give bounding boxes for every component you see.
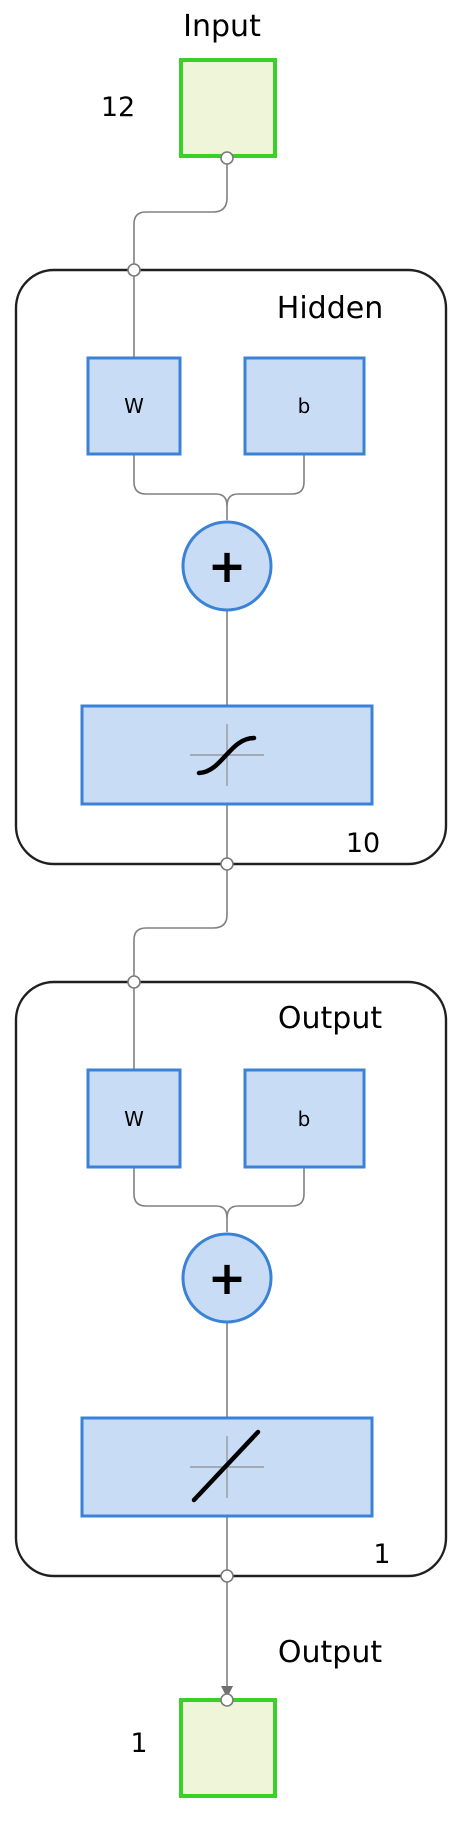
hidden-weight-block bbox=[86, 356, 182, 456]
output-box bbox=[179, 1698, 277, 1798]
hidden-sum-symbol: + bbox=[208, 539, 247, 593]
input-title: Input bbox=[183, 9, 261, 44]
output-title: Output bbox=[278, 1635, 382, 1670]
output-layer-title: Output bbox=[278, 1001, 382, 1036]
hidden-port-in bbox=[127, 263, 141, 277]
input-node: Input 12 bbox=[101, 9, 277, 158]
arrow-head-icon bbox=[221, 1686, 233, 1698]
output-sum-symbol: + bbox=[208, 1251, 247, 1305]
hidden-wire-b bbox=[226, 455, 305, 507]
output-sum-node bbox=[181, 1232, 273, 1324]
output-layer: Output 1 W b + bbox=[14, 980, 448, 1578]
sigmoid-icon bbox=[190, 724, 264, 786]
input-box bbox=[179, 58, 277, 158]
wire-input-hidden bbox=[133, 158, 228, 268]
output-layer-port-in bbox=[127, 975, 141, 989]
output-weight-block bbox=[86, 1068, 182, 1169]
output-size: 1 bbox=[130, 1728, 147, 1759]
output-wire-b bbox=[226, 1168, 305, 1219]
output-layer-size: 1 bbox=[373, 1539, 390, 1570]
hidden-sum-node bbox=[181, 520, 273, 612]
output-bias-block bbox=[243, 1068, 366, 1169]
output-wire-w bbox=[133, 1168, 228, 1232]
output-weight-label: W bbox=[124, 1107, 144, 1131]
hidden-port-out bbox=[220, 857, 234, 871]
input-size: 12 bbox=[101, 92, 135, 123]
hidden-title: Hidden bbox=[277, 291, 383, 326]
hidden-bias-label: b bbox=[298, 394, 311, 418]
output-bias-label: b bbox=[298, 1107, 311, 1131]
hidden-layer: Hidden 10 W b + bbox=[14, 268, 448, 866]
output-layer-port-out bbox=[220, 1569, 234, 1583]
hidden-bias-block bbox=[243, 356, 366, 456]
wire-hidden-output bbox=[133, 864, 228, 980]
hidden-size: 10 bbox=[346, 828, 380, 859]
output-port-in bbox=[220, 1693, 234, 1707]
hidden-wire-w bbox=[133, 455, 228, 520]
input-port-out bbox=[220, 151, 234, 165]
output-node: Output 1 bbox=[130, 1635, 382, 1798]
hidden-weight-label: W bbox=[124, 394, 144, 418]
linear-icon bbox=[190, 1429, 264, 1503]
